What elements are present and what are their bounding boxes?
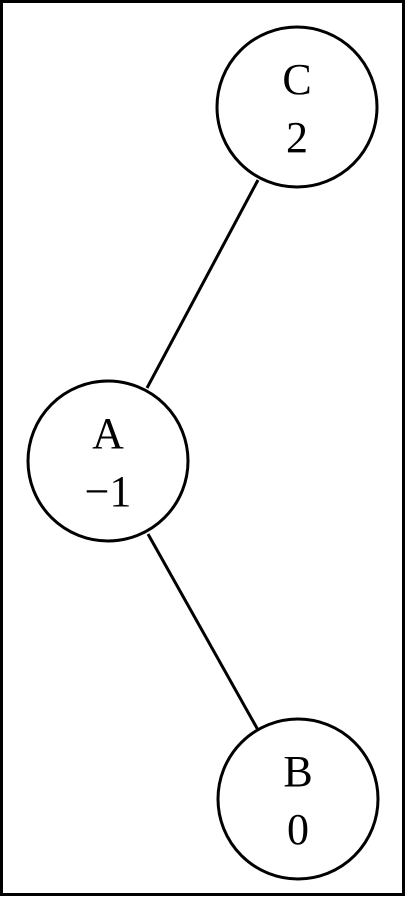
node-circle xyxy=(216,717,380,881)
node-balance-value: 2 xyxy=(286,113,308,162)
node-circle xyxy=(26,379,190,543)
tree-node-b: B 0 xyxy=(216,717,380,881)
node-label: B xyxy=(283,747,312,796)
tree-node-a: A −1 xyxy=(26,379,190,543)
node-balance-value: 0 xyxy=(287,805,309,854)
node-label: C xyxy=(282,55,311,104)
node-balance-value: −1 xyxy=(85,467,132,516)
edge-c-a xyxy=(145,179,260,389)
tree-node-c: C 2 xyxy=(215,25,379,189)
node-label: A xyxy=(92,409,124,458)
node-circle xyxy=(215,25,379,189)
edge-a-b xyxy=(146,533,260,731)
